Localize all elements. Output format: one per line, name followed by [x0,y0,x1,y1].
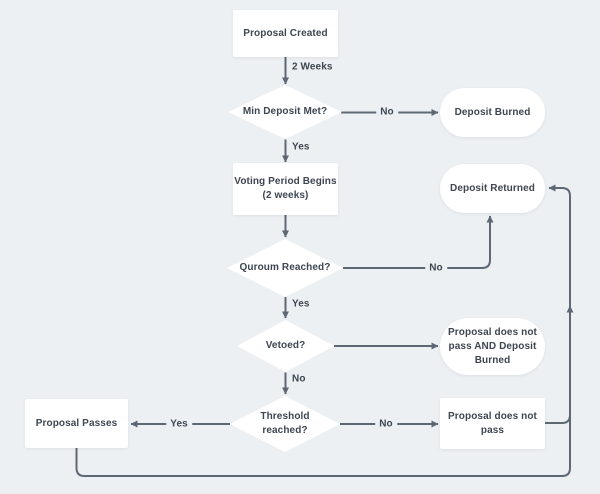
node-label-line1: Voting Period Begins [234,176,337,187]
node-label-line2: reached? [262,425,308,436]
node-label: Deposit Burned [454,106,531,118]
node-voting-period-begins: Voting Period Begins (2 weeks) [233,163,338,215]
node-label-line1: Proposal does not [448,410,537,422]
edge-label-quorum-no: No [425,262,447,274]
edge-label-quorum-yes: Yes [292,298,310,310]
edge-label-threshold-yes: Yes [166,418,192,430]
node-proposal-fails-deposit-burned: Proposal does not pass AND Deposit Burne… [440,318,545,375]
edge-passes-loop-to-returned [75,184,571,477]
edge-quorum-no-to-returned [343,215,494,269]
node-label: Min Deposit Met? [242,106,328,117]
node-label-line2: pass [480,424,505,436]
node-proposal-passes: Proposal Passes [25,399,128,448]
edge-fails-join-loop [545,414,571,424]
edge-label-threshold-no: No [375,418,397,430]
node-label-line1: Threshold [260,411,310,422]
node-label: Vetoed? [265,340,306,351]
node-proposal-does-not-pass: Proposal does not pass [440,398,545,449]
node-label: Deposit Returned [450,182,535,194]
node-label-line2: pass AND Deposit [448,340,537,352]
node-deposit-returned: Deposit Returned [440,164,545,213]
edge-label-vetoed-no: No [292,373,306,385]
node-deposit-burned: Deposit Burned [440,88,545,137]
node-label-line3: Burned [474,354,511,366]
edge-label-min-deposit-yes: Yes [292,141,310,153]
node-label-line2: (2 weeks) [262,190,309,201]
node-label: Proposal Passes [35,417,118,429]
edge-label-2-weeks: 2 Weeks [292,61,333,73]
edge-label-min-deposit-no: No [376,106,398,118]
node-proposal-created: Proposal Created [233,10,338,57]
node-label-line1: Proposal does not [448,326,537,338]
node-label: Quroum Reached? [239,262,331,273]
node-label: Proposal Created [243,27,328,39]
